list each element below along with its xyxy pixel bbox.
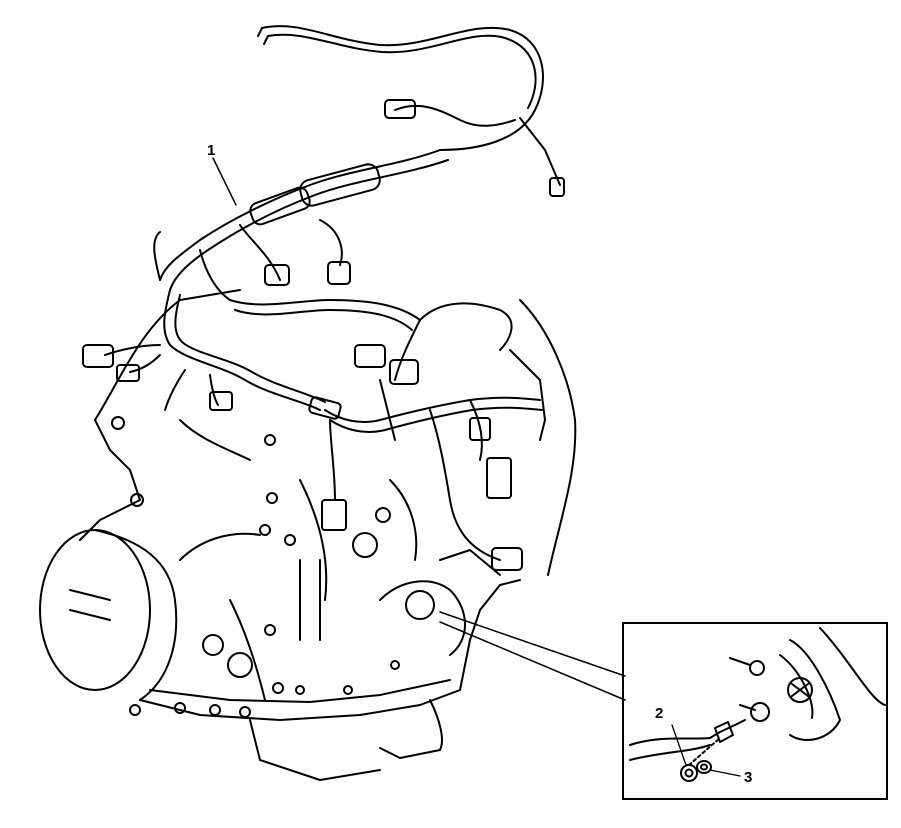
inset-leader-top [439, 611, 626, 677]
inset-detail [629, 627, 886, 782]
callout-3-leader [709, 769, 741, 777]
engine-block [39, 289, 577, 781]
wiring-harness [82, 25, 565, 571]
inset-frame [622, 622, 888, 800]
callout-2-label: 2 [655, 705, 664, 722]
callout-2-leader [671, 724, 687, 766]
inset-leader-bottom [439, 621, 626, 701]
callout-3-label: 3 [744, 769, 753, 786]
callout-1-label: 1 [207, 142, 216, 159]
leader-lines [212, 157, 626, 701]
callout-1-leader [212, 157, 237, 206]
